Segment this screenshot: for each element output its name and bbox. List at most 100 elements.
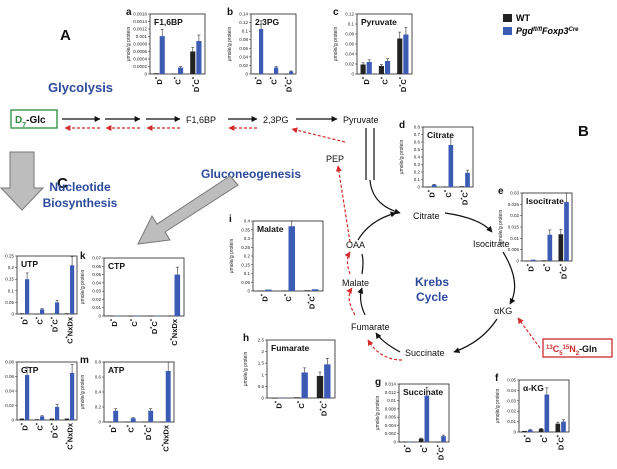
chart-ylabel-m: μmole/g protein (80, 375, 86, 410)
bar-k-0-wt (107, 315, 114, 317)
bar-j-3-wt (64, 313, 69, 314)
chart-title-f: α-KG (523, 383, 544, 393)
bar-a-2-wt (190, 51, 196, 74)
chart-ticklabel-h-4: 2 (261, 349, 264, 354)
chart-catlabel-h-2: D*C* (320, 400, 329, 416)
chart-ticklabel-l-3: 0.06 (5, 374, 14, 379)
glycolysis-heading: Glycolysis (48, 80, 113, 95)
chart-catlabel-c-1: C* (381, 76, 390, 84)
chart-ticklabel-d-2: 0.2 (414, 170, 421, 175)
bar-d-0-wt (426, 186, 431, 188)
bar-c-0-wt (360, 64, 366, 74)
chart-frame-h (266, 339, 336, 399)
krebs-heading-line1: Krebs (415, 275, 449, 289)
chart-ticklabel-g-0: 0 (393, 440, 396, 445)
chart-ylabel-h: μmole/g protein (243, 352, 249, 387)
chart-ticklabel-a-7: 0.0014 (133, 19, 147, 24)
bar-h-0-ko (278, 397, 286, 399)
chart-ylabel-e: μmole/g protein (498, 210, 504, 245)
chart-catlabel-i-0: D* (261, 293, 270, 301)
chart-catlabel-l-2: D*C* (51, 422, 60, 438)
gln-mass2: 15 (563, 345, 570, 351)
chart-frame-f (518, 379, 570, 433)
chart-ylabel-k: μmole/g protein (80, 270, 86, 305)
bar-b-2-wt (283, 73, 288, 75)
grey-arrow-down (0, 151, 45, 211)
chart-catlabel-e-1: C* (543, 263, 552, 271)
chart-catlabel-c-0: D* (362, 76, 371, 84)
chart-ticklabel-g-6: 0.012 (385, 390, 397, 395)
chart-title-a: F1,6BP (154, 17, 183, 27)
chart-catlabel-f-2: D*C* (557, 434, 566, 450)
legend-label-ko: Pgdfl/flFoxp3Cre (516, 26, 579, 36)
chart-catlabel-g-2: D*C* (437, 444, 446, 460)
chart-ticklabel-a-4: 0.0008 (133, 42, 147, 47)
chart-frame-g (398, 383, 450, 443)
nucleotide-heading-line1: Nucleotide (49, 180, 111, 194)
chart-ticklabel-k-7: 0.07 (92, 256, 101, 261)
bar-h-2-ko (324, 364, 331, 398)
panel-letter-B: B (578, 123, 589, 140)
bar-m-1-ko (130, 418, 136, 422)
bar-e-0-ko (530, 259, 536, 261)
krebs-heading-line2: Cycle (416, 290, 448, 304)
bar-f-2-wt (555, 423, 561, 432)
bar-f-1-ko (544, 394, 550, 432)
node-akg: αKG (494, 306, 512, 316)
chart-title-e: Isocitrate (526, 196, 564, 206)
chart-ticklabel-f-5: 0.05 (507, 378, 516, 383)
chart-catlabel-m-3: C*NxDx (161, 424, 170, 452)
node-citrate: Citrate (413, 211, 440, 221)
chart-ticklabel-i-1: 0.05 (241, 280, 250, 285)
legend-swatch-wt (503, 14, 512, 22)
chart-ticklabel-m-2: 0.4 (95, 390, 102, 395)
chart-ticklabel-l-1: 0.02 (5, 403, 14, 408)
bar-b-1-wt (268, 73, 273, 75)
chart-ticklabel-m-0: 0 (98, 420, 101, 425)
bar-j-2-ko (55, 302, 60, 314)
svg-text:D7-Glc: D7-Glc (15, 115, 46, 129)
chart-ticklabel-b-0: 0 (245, 72, 248, 77)
chart-ticklabel-h-3: 1.5 (258, 361, 265, 366)
bar-e-0-wt (525, 260, 530, 262)
bar-k-3-wt (167, 315, 174, 317)
chart-letter-a: a (126, 7, 132, 18)
chart-catlabel-b-2: D*C* (285, 76, 294, 92)
chart-ticklabel-k-3: 0.03 (92, 289, 101, 294)
chart-frame-d (422, 126, 474, 188)
chart-catlabel-b-1: C* (270, 76, 279, 84)
bar-e-1-wt (541, 260, 547, 261)
chart-letter-g: g (375, 377, 381, 388)
bar-k-2-wt (147, 315, 154, 317)
bar-l-0-wt (19, 418, 24, 420)
chart-catlabel-h-1: C* (297, 400, 306, 408)
chart-ticklabel-c-2: 0.04 (345, 52, 354, 57)
chart-frame-a (149, 13, 206, 75)
chart-ylabel-i: μmole/g protein (229, 239, 235, 274)
chart-ticklabel-d-7: 0.7 (414, 132, 421, 137)
bar-b-0-ko (259, 29, 264, 74)
bar-g-2-wt (435, 441, 441, 443)
chart-frame-i (252, 220, 324, 292)
chart-catlabel-l-1: C* (36, 422, 45, 430)
chart-ticklabel-b-4: 0.08 (239, 37, 248, 42)
chart-ticklabel-g-3: 0.006 (385, 415, 397, 420)
chart-catlabel-l-3: C*NxDx (66, 422, 75, 450)
bar-g-0-wt (402, 441, 407, 443)
bar-g-2-ko (441, 436, 446, 442)
chart-title-h: Fumarate (271, 343, 310, 353)
chart-ticklabel-b-2: 0.04 (239, 54, 248, 59)
bar-k-3-ko (174, 274, 181, 316)
bar-a-0-ko (159, 36, 165, 74)
bar-g-1-wt (418, 438, 424, 442)
bar-f-0-wt (522, 430, 527, 432)
chart-catlabel-e-0: D* (526, 263, 535, 271)
krebs-cycle-arrows (357, 211, 541, 354)
chart-title-j: UTP (21, 259, 38, 269)
bar-j-2-wt (49, 313, 54, 315)
chart-ticklabel-f-2: 0.02 (507, 409, 516, 414)
chart-ticklabel-c-6: 0.12 (345, 12, 354, 17)
